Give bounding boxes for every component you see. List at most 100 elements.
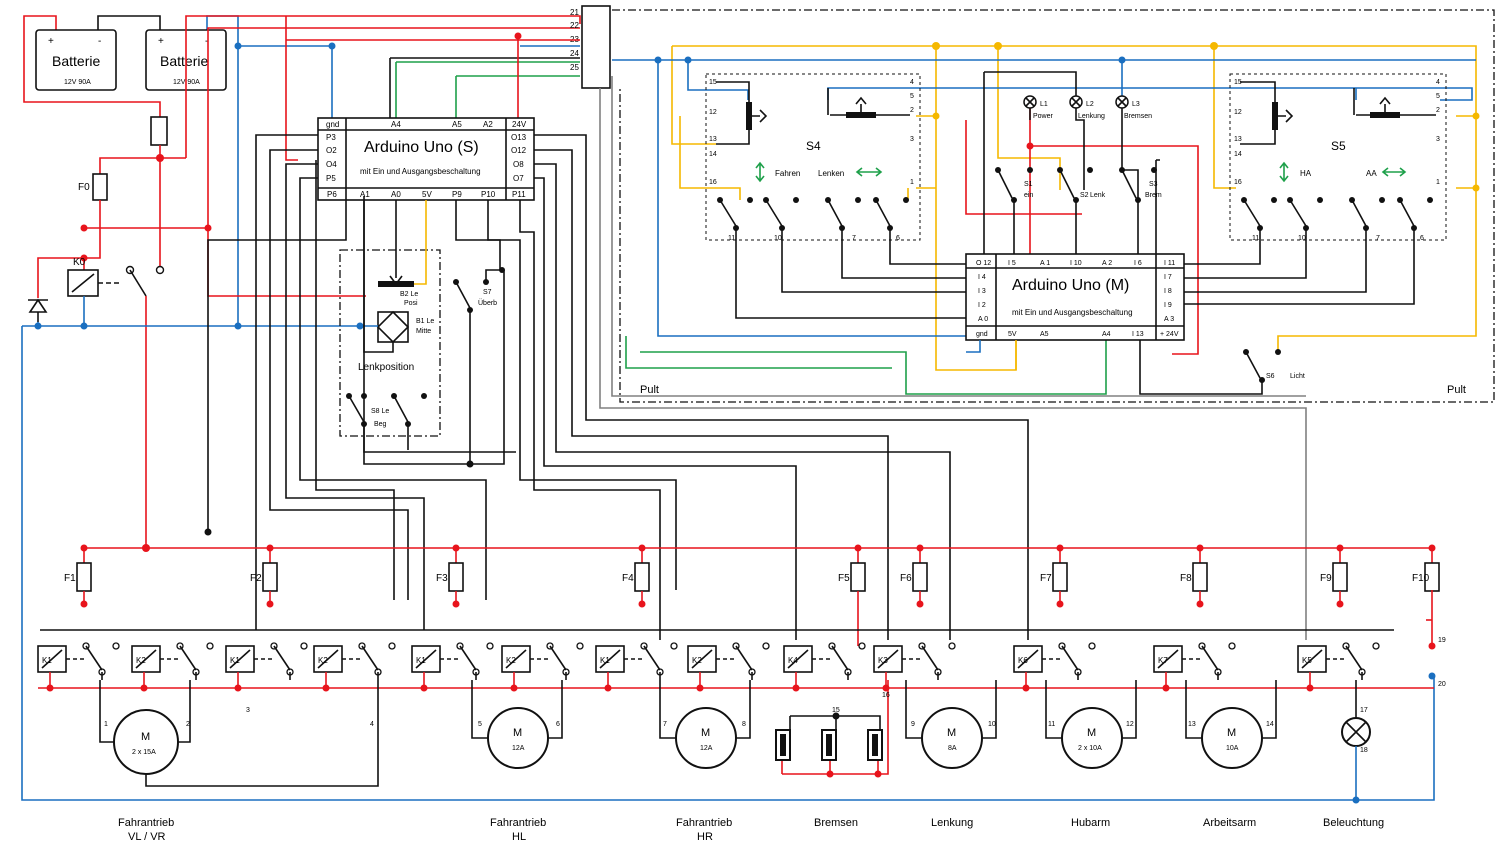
fuse-2: F2 xyxy=(250,544,278,608)
battery-section: + - Batterie 12V 90A + - Batterie 12V 90… xyxy=(21,15,1435,801)
pult-wiring xyxy=(612,42,1480,395)
arduino-m-pin-a0: A 0 xyxy=(978,316,988,323)
arduino-s-pin-5v: 5V xyxy=(422,190,432,199)
s5-pin-11: 11 xyxy=(1252,235,1259,242)
relay-label-2: K2 xyxy=(136,656,146,665)
arduino-s-pin-p11: P11 xyxy=(512,190,526,199)
terminal-16: 16 xyxy=(882,692,890,699)
headlight-lamp-icon xyxy=(1341,680,1371,804)
fuse-8: F8 xyxy=(1180,544,1208,608)
s5-joystick-pot-2-icon xyxy=(1353,88,1436,118)
s4-joystick-pot-1-icon xyxy=(716,81,768,145)
terminal-11: 11 xyxy=(1048,721,1055,728)
s5-pin-15: 15 xyxy=(1234,79,1242,86)
lamp-l3-label: Bremsen xyxy=(1124,113,1152,120)
s5-pin-2: 2 xyxy=(1436,107,1440,114)
s4-fahren-label: Fahren xyxy=(775,169,800,178)
battery-1-spec: 12V 90A xyxy=(64,79,91,86)
battery-1-label: Batterie xyxy=(52,53,100,69)
pult-frame: Pult Pult xyxy=(612,9,1495,403)
fuse-label-5: F5 xyxy=(838,573,850,584)
s4-pin-10: 10 xyxy=(774,235,782,242)
terminal-3: 3 xyxy=(246,707,250,714)
switch-s7-label: S7 xyxy=(483,289,492,296)
terminal-14: 14 xyxy=(1266,721,1274,728)
s5-pin-4: 4 xyxy=(1436,79,1440,86)
motor-4-symbol: M xyxy=(947,727,956,739)
switch-s8-label: S8 Le xyxy=(371,408,389,415)
group-beleuchtung: Beleuchtung xyxy=(1323,817,1384,829)
terminal-15: 15 xyxy=(832,707,840,714)
arduino-m-pin-a5: A5 xyxy=(1040,331,1049,338)
arduino-s-pin-o12: O12 xyxy=(511,146,527,155)
fuse-label-10: F10 xyxy=(1412,573,1430,584)
arduino-s-pin-a0: A0 xyxy=(391,190,401,199)
relay-label-11: K6 xyxy=(1018,656,1028,665)
group-arbeitsarm: Arbeitsarm xyxy=(1203,817,1256,829)
relay-label-3: K1 xyxy=(230,656,240,665)
group-hr-line1: Fahrantrieb xyxy=(676,817,732,829)
switch-s2-id: S2 xyxy=(1080,192,1089,199)
s5-name: S5 xyxy=(1331,139,1346,153)
fuse-f0 xyxy=(92,173,108,201)
fuse-7: F7 xyxy=(1040,544,1068,608)
arduino-m-pin-i7: I 7 xyxy=(1164,274,1172,281)
switch-s8-sub: Beg xyxy=(374,421,387,428)
terminal-2: 2 xyxy=(186,721,190,728)
terminal-9: 9 xyxy=(911,721,915,728)
s4-pin-11: 11 xyxy=(728,235,735,242)
lamp-l2-icon xyxy=(1069,95,1083,109)
group-hr-line2: HR xyxy=(697,831,713,843)
s5-pin-5: 5 xyxy=(1436,93,1440,100)
terminal-13: 13 xyxy=(1188,721,1196,728)
lamp-l1-id: L1 xyxy=(1040,101,1048,108)
arduino-m-pin-i13: I 13 xyxy=(1132,331,1144,338)
relay-k0-label: K0 xyxy=(73,257,86,268)
s5-pin-14: 14 xyxy=(1234,151,1242,158)
arduino-s-pin-24v: 24V xyxy=(512,120,527,129)
s5-pin-13: 13 xyxy=(1234,136,1242,143)
sensor-b1-icon xyxy=(376,310,410,344)
motor-5-symbol: M xyxy=(1087,727,1096,739)
arduino-s-pin-a2: A2 xyxy=(483,120,493,129)
motor-4-icon: M8A xyxy=(905,680,997,769)
relay-12: K7 xyxy=(1153,642,1236,692)
arduino-m-pin-a2: A 2 xyxy=(1102,260,1112,267)
fuse-label-9: F9 xyxy=(1320,573,1332,584)
s4-joystick-pot-2-icon xyxy=(827,88,910,118)
s4-lenken-label: Lenken xyxy=(818,169,844,178)
connector-pin-25: 25 xyxy=(570,63,579,72)
group-vl-vr-line2: VL / VR xyxy=(128,831,166,843)
relay-6: K2 xyxy=(501,642,584,692)
arduino-s-pin-p6: P6 xyxy=(327,190,337,199)
terminal-18: 18 xyxy=(1360,747,1368,754)
arduino-s-pin-p10: P10 xyxy=(481,190,496,199)
arduino-m-pin-a1: A 1 xyxy=(1040,260,1050,267)
terminal-12: 12 xyxy=(1126,721,1134,728)
fuse-10: F10 xyxy=(1412,544,1440,592)
relay-label-5: K1 xyxy=(416,656,426,665)
switch-block-s4: 15 12 13 14 16 11 10 7 6 1 3 4 5 2 S4 Fa… xyxy=(705,73,966,319)
s5-pin-1: 1 xyxy=(1436,179,1440,186)
fuse-3: F3 xyxy=(436,544,464,608)
relay-label-1: K1 xyxy=(42,656,52,665)
lamp-l2-label: Lenkung xyxy=(1078,113,1105,120)
arduino-m-pin-a3: A 3 xyxy=(1164,316,1174,323)
switch-s2-label: Lenk xyxy=(1090,192,1106,199)
motor-1-rating: 2 x 15A xyxy=(132,749,156,756)
arduino-m-title: Arduino Uno (M) xyxy=(1012,277,1129,294)
indicator-lamps: L1 Power L2 Lenkung L3 Bremsen xyxy=(1023,95,1152,200)
s5-contacts xyxy=(1241,197,1433,231)
arduino-s-pin-p3: P3 xyxy=(326,133,336,142)
relay-label-9: K4 xyxy=(788,656,798,665)
fuse-6: F6 xyxy=(900,544,928,608)
lamp-l3-icon xyxy=(1115,95,1129,109)
relay-2: K2 xyxy=(131,642,214,692)
arduino-s-pin-p5: P5 xyxy=(326,174,336,183)
connector-pin-24: 24 xyxy=(570,49,579,58)
motor-1-symbol: M xyxy=(141,731,150,743)
motor-5-icon: M2 x 10A xyxy=(1045,680,1137,769)
